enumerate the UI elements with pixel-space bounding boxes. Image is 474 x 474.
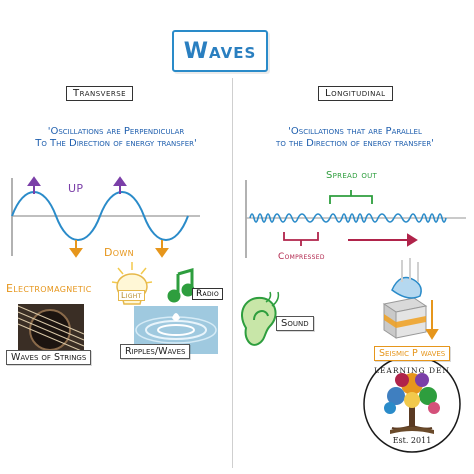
down-arrow-icon: [69, 240, 169, 258]
page-title: Waves: [183, 38, 257, 64]
logo-name: Learning Den: [373, 366, 451, 375]
seismic-label: Seismic P waves: [374, 346, 451, 361]
electromagnetic-label: Electromagnetic: [6, 282, 92, 295]
block-icon: [382, 258, 428, 339]
light-label: Light: [118, 290, 145, 301]
direction-arrow-icon: [348, 233, 418, 247]
guitar-strings-image: [17, 304, 85, 356]
longitudinal-wave-icon: [249, 213, 447, 223]
up-label: UP: [68, 182, 84, 195]
compressed-bracket: [283, 232, 319, 246]
tree-icon: [384, 373, 440, 414]
radio-label: Radio: [192, 288, 223, 300]
transverse-axes: [11, 178, 200, 256]
transverse-quote-line1: 'Oscillations are Perpendicular: [47, 126, 185, 137]
transverse-heading: Transverse: [66, 86, 134, 101]
longitudinal-quote-line2: to the Direction of energy transfer': [276, 138, 434, 149]
transverse-quote-line2: To The Direction of energy transfer': [35, 138, 197, 149]
ear-icon: [241, 291, 280, 346]
longitudinal-quote: 'Oscillations that are Parallel to the D…: [236, 126, 474, 150]
sound-label: Sound: [276, 316, 314, 331]
up-arrow-icon: [27, 176, 127, 194]
longitudinal-heading: Longitudinal: [318, 86, 393, 101]
longitudinal-axes: [245, 180, 466, 258]
transverse-quote: 'Oscillations are Perpendicular To The D…: [0, 126, 232, 150]
center-divider: [232, 78, 233, 468]
ripples-label: Ripples/Waves: [120, 344, 191, 359]
radio-note-icon: [167, 268, 195, 303]
learning-den-logo: [363, 355, 461, 453]
strings-label: Waves of Strings: [6, 350, 92, 365]
spread-out-label: Spread out: [326, 170, 378, 181]
logo-est: Est. 2011: [392, 436, 432, 445]
transverse-wave-icon: [11, 191, 189, 241]
compressed-label: Compressed: [278, 252, 325, 262]
down-label: Down: [104, 246, 134, 259]
seismic-arrow-icon: [425, 300, 439, 340]
longitudinal-quote-line1: 'Oscillations that are Parallel: [288, 126, 422, 137]
title-box: Waves: [172, 30, 268, 72]
spread-bracket: [329, 190, 373, 204]
